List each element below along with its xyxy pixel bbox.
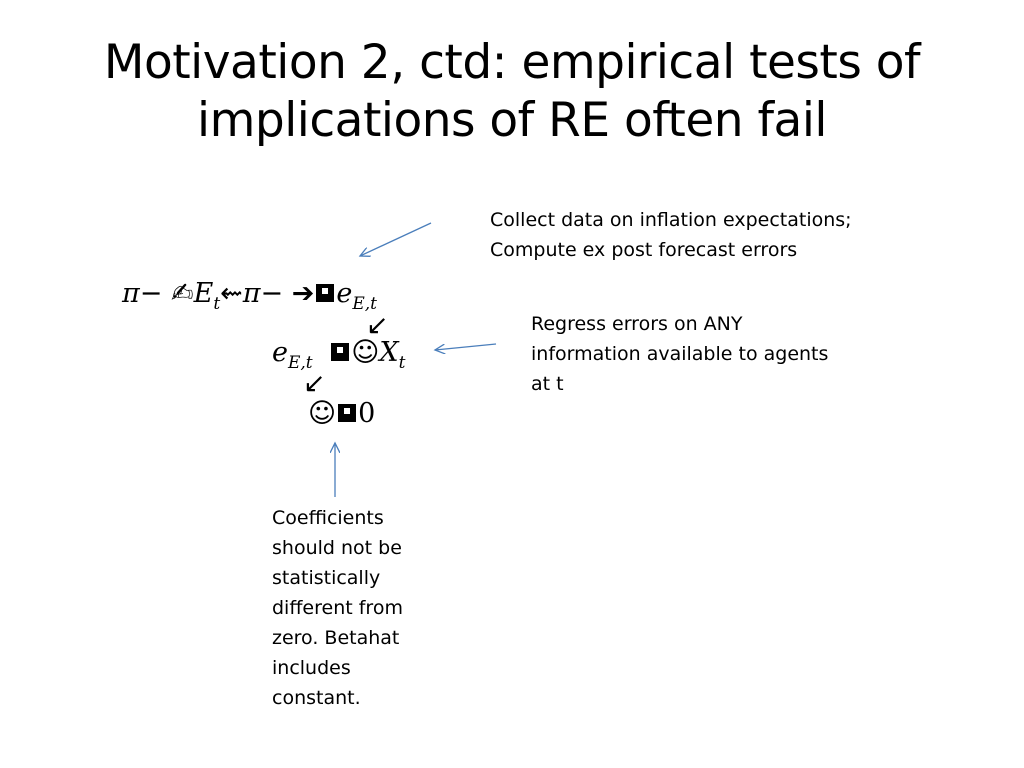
- error-variable: e: [272, 337, 288, 368]
- note-coef-line-4: different from: [272, 597, 403, 619]
- equation-null-hypothesis: ☺0: [308, 398, 375, 429]
- equation-regression: eE,t ☺Xt: [272, 337, 405, 373]
- slide-title: Motivation 2, ctd: empirical tests of im…: [40, 34, 984, 150]
- note-coef-line-1: Coefficients: [272, 507, 384, 529]
- note-coef-line-5: zero. Betahat: [272, 627, 400, 649]
- note-coef-line-2: should not be: [272, 537, 402, 559]
- expectation-operator: E: [193, 278, 214, 309]
- broken-glyph: ⇜: [220, 278, 243, 309]
- note-coefficients: Coefficients should not be statistically…: [272, 503, 403, 713]
- arrow-to-equation-1: [360, 222, 432, 256]
- subscript-t: t: [398, 353, 406, 373]
- beta-glyph: ☺: [351, 337, 380, 368]
- note-regress-line-2: information available to agents: [531, 343, 829, 365]
- title-line-2: implications of RE often fail: [197, 93, 827, 148]
- equation-forecast-error: π− ✍Et⇜π− ➔eE,t: [122, 278, 377, 314]
- beta-glyph: ☺: [308, 398, 337, 429]
- arrow-to-equation-2: [435, 343, 497, 350]
- subscript-t: t: [213, 294, 221, 314]
- note-regress-line-1: Regress errors on ANY: [531, 313, 743, 335]
- equals-box-glyph: [338, 404, 357, 422]
- note-coef-line-3: statistically: [272, 567, 381, 589]
- note-collect-line-2: Compute ex post forecast errors: [490, 239, 798, 261]
- note-collect-data: Collect data on inflation expectations; …: [490, 205, 852, 265]
- error-variable: e: [336, 278, 353, 309]
- note-regress-line-3: at t: [531, 373, 564, 395]
- broken-glyph: −: [139, 278, 163, 309]
- info-variable: X: [379, 337, 399, 368]
- broken-glyph: −: [260, 278, 284, 309]
- equals-box-glyph: [316, 284, 335, 302]
- note-regress: Regress errors on ANY information availa…: [531, 309, 828, 399]
- subscript-Et: E,t: [352, 294, 378, 314]
- note-coef-line-7: constant.: [272, 687, 361, 709]
- note-collect-line-1: Collect data on inflation expectations;: [490, 209, 852, 231]
- swarrow-glyph-2: ↙: [303, 368, 326, 399]
- arrow-glyph: ➔: [291, 278, 315, 309]
- broken-glyph: ✍: [170, 278, 194, 309]
- equals-box-glyph: [331, 343, 350, 361]
- zero-value: 0: [358, 398, 376, 429]
- subscript-Et: E,t: [287, 353, 313, 373]
- pi-symbol: π: [122, 278, 140, 309]
- pi-symbol: π: [242, 278, 261, 309]
- note-coef-line-6: includes: [272, 657, 351, 679]
- title-line-1: Motivation 2, ctd: empirical tests of: [103, 35, 921, 90]
- swarrow-glyph-1: ↙: [366, 310, 389, 341]
